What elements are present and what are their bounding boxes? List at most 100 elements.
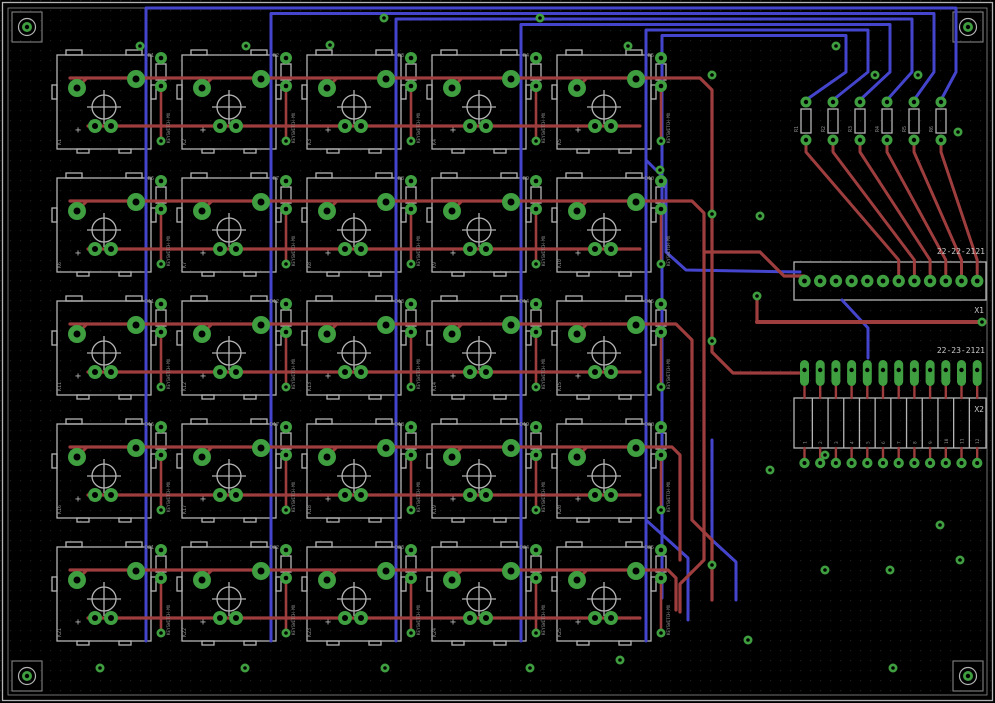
led-pad-hole	[217, 123, 223, 129]
switch-designator: K10	[557, 259, 563, 268]
switch-pad-hole	[507, 75, 515, 83]
led-pad-hole	[467, 246, 473, 252]
switch-pad-hole	[507, 198, 515, 206]
led-plus-mark: +	[325, 617, 331, 628]
diode-label: D20	[645, 422, 654, 428]
switch-tab	[326, 271, 340, 277]
x2-oblong-pad-hole	[943, 367, 948, 373]
x1-pin-pad-hole	[817, 278, 823, 284]
switch-designator: K5	[557, 139, 563, 145]
switch-tab	[625, 295, 643, 302]
switch-tab	[275, 453, 282, 469]
switch-tab	[65, 295, 83, 302]
switch-pad-hole	[132, 198, 140, 206]
x2-pin-label: 2	[818, 441, 824, 444]
diode-label: D21	[145, 545, 154, 551]
via-hole	[659, 385, 663, 389]
switch-tab	[76, 148, 90, 154]
led-pad-hole	[217, 492, 223, 498]
switch-tab	[650, 576, 657, 592]
resistor-pad-hole	[803, 137, 809, 143]
led-plus-mark: +	[325, 125, 331, 136]
led-plus-mark: +	[575, 371, 581, 382]
diode-pad-hole	[533, 83, 539, 89]
via-hole	[243, 666, 247, 670]
switch-footprint-label: KEYSWITCH-MX	[541, 235, 546, 266]
diode-label: D10	[645, 176, 654, 182]
led-pad-hole	[467, 369, 473, 375]
switch-tab	[618, 271, 632, 277]
switch-designator: K1	[57, 139, 63, 145]
switch-tab	[301, 84, 308, 100]
switch-footprint-label: KEYSWITCH-MX	[291, 112, 296, 143]
switch-designator: K7	[182, 262, 188, 268]
via-hole	[383, 666, 387, 670]
diode-label: D4	[523, 53, 529, 59]
switch-footprint	[426, 418, 542, 523]
via-hole	[980, 320, 984, 324]
via-hole	[534, 508, 538, 512]
diode-label: D15	[645, 299, 654, 305]
switch-outline	[431, 54, 527, 150]
led-pad-hole	[358, 246, 364, 252]
switch-tab	[551, 453, 558, 469]
switch-pad-hole	[573, 453, 581, 461]
switch-tab	[576, 640, 590, 646]
resistor-label: R2	[821, 126, 827, 132]
led-plus-mark: +	[575, 617, 581, 628]
switch-tab	[525, 576, 532, 592]
led-plus-mark: +	[325, 248, 331, 259]
switch-tab	[493, 640, 507, 646]
x2-oblong-pad	[957, 360, 966, 386]
switch-footprint-label: KEYSWITCH-MX	[291, 604, 296, 635]
led-plus-mark: +	[575, 248, 581, 259]
switch-tab	[400, 453, 407, 469]
led-pad-hole	[608, 615, 614, 621]
switch-pad-hole	[132, 321, 140, 329]
switch-footprint	[301, 295, 417, 400]
switch-tab	[301, 453, 308, 469]
switch-tab	[243, 148, 257, 154]
switch-outline	[306, 423, 402, 519]
x1-pin-pad-hole	[802, 278, 807, 284]
resistor-body	[854, 108, 866, 134]
diode-pad-hole	[408, 329, 414, 335]
connector-x2-outline	[793, 397, 987, 449]
switch-tab	[451, 394, 465, 400]
x2-oblong-pad-hole	[833, 367, 839, 373]
switch-footprint-label: KEYSWITCH-MX	[541, 604, 546, 635]
via-hole	[710, 212, 714, 216]
led-plus-mark: +	[75, 248, 81, 259]
mounting-hole-hole	[24, 24, 30, 30]
diode-pad-hole	[283, 178, 289, 184]
signal-trace	[653, 199, 706, 614]
switch-tab	[125, 172, 143, 179]
via-hole	[159, 508, 163, 512]
via-hole	[710, 73, 714, 77]
resistor-body	[908, 108, 920, 134]
x2-oblong-pad-hole	[959, 367, 964, 373]
switch-tab	[400, 84, 407, 100]
led-plus-mark: +	[200, 125, 206, 136]
switch-tab	[525, 84, 532, 100]
switch-pad-hole	[448, 453, 456, 461]
switch-tab	[618, 640, 632, 646]
mounting-hole-ring	[958, 17, 978, 37]
switch-tab	[201, 640, 215, 646]
diode-pad-hole	[158, 83, 164, 89]
switch-footprint-label: KEYSWITCH-MX	[166, 358, 171, 389]
led-plus-mark: +	[450, 494, 456, 505]
signal-trace	[653, 568, 678, 612]
led-pad-hole	[483, 615, 489, 621]
switch-tab	[176, 207, 183, 223]
x2-oblong-pad-hole	[880, 367, 886, 373]
switch-tab	[500, 541, 518, 548]
x2-pin-label: 3	[834, 441, 840, 444]
led-pad-hole	[592, 123, 598, 129]
switch-outline	[181, 54, 277, 150]
resistor-to-x1-trace	[858, 138, 932, 276]
signal-trace	[653, 76, 801, 375]
switch-footprint-label: KEYSWITCH-MX	[416, 604, 421, 635]
switch-tab	[625, 49, 643, 56]
